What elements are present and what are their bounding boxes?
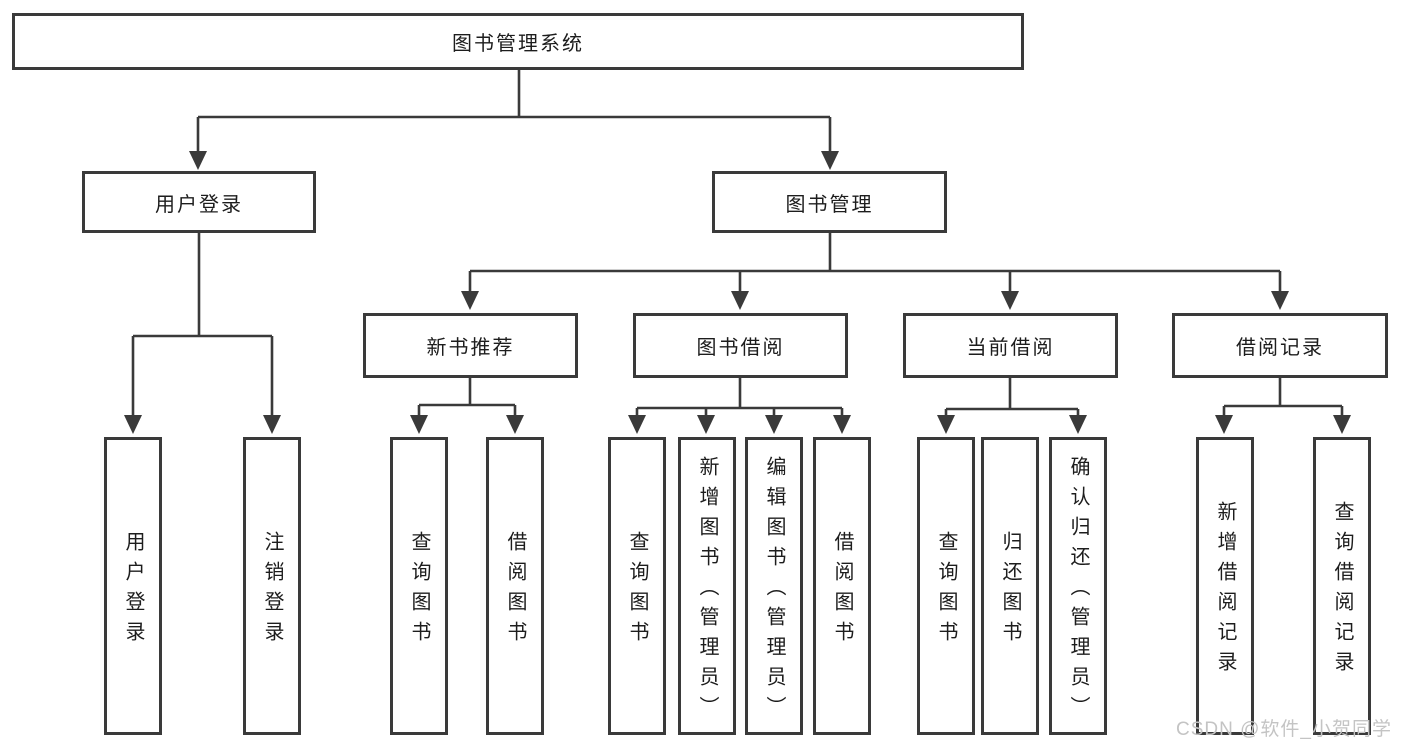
leaf-logout: 注销登录	[243, 437, 301, 735]
leaf-cb-confirm-return-admin-label: 确认归还（管理员）	[1067, 456, 1089, 726]
leaf-cb-confirm-return-admin: 确认归还（管理员）	[1049, 437, 1107, 735]
node-book-borrowing-label: 图书借阅	[696, 337, 785, 359]
node-user-login-label: 用户登录	[155, 193, 243, 216]
connector-root-to-level2	[189, 70, 839, 170]
node-book-management: 图书管理	[712, 171, 947, 233]
node-borrow-records-label: 借阅记录	[1236, 337, 1324, 359]
leaf-bb-add-books-admin: 新增图书（管理员）	[678, 437, 736, 735]
node-book-borrowing: 图书借阅	[633, 313, 848, 378]
leaf-cb-return-books: 归还图书	[981, 437, 1039, 735]
connector-book-borrowing-children	[628, 378, 851, 434]
leaf-cb-query-books-label: 查询图书	[935, 531, 957, 651]
node-user-login: 用户登录	[82, 171, 316, 233]
leaf-bb-edit-books-admin: 编辑图书（管理员）	[745, 437, 803, 735]
leaf-br-query-record-label: 查询借阅记录	[1331, 501, 1353, 681]
leaf-bb-add-books-admin-label: 新增图书（管理员）	[696, 456, 718, 726]
leaf-cb-return-books-label: 归还图书	[999, 531, 1021, 651]
leaf-cb-query-books: 查询图书	[917, 437, 975, 735]
leaf-br-query-record: 查询借阅记录	[1313, 437, 1371, 735]
node-new-book-recommendation-label: 新书推荐	[426, 337, 515, 359]
connector-borrow-records-children	[1215, 378, 1351, 434]
leaf-logout-label: 注销登录	[261, 531, 283, 651]
node-book-management-label: 图书管理	[785, 193, 874, 216]
leaf-nbr-query-books: 查询图书	[390, 437, 448, 735]
connector-book-management-children	[461, 233, 1289, 310]
leaf-user-login-label: 用户登录	[122, 531, 144, 651]
connector-current-borrowing-children	[937, 378, 1087, 434]
leaf-bb-borrow-books: 借阅图书	[813, 437, 871, 735]
node-current-borrowing-label: 当前借阅	[966, 337, 1055, 359]
node-borrow-records: 借阅记录	[1172, 313, 1388, 378]
node-root: 图书管理系统	[12, 13, 1024, 70]
leaf-bb-query-books: 查询图书	[608, 437, 666, 735]
connector-user-login-children	[124, 233, 281, 434]
leaf-nbr-borrow-books-label: 借阅图书	[504, 531, 526, 651]
leaf-bb-borrow-books-label: 借阅图书	[831, 531, 853, 651]
leaf-bb-edit-books-admin-label: 编辑图书（管理员）	[763, 456, 785, 726]
csdn-watermark: CSDN @软件_小贺同学	[1176, 719, 1392, 740]
leaf-nbr-borrow-books: 借阅图书	[486, 437, 544, 735]
leaf-user-login: 用户登录	[104, 437, 162, 735]
connector-new-book-children	[410, 378, 524, 434]
leaf-br-add-record-label: 新增借阅记录	[1214, 501, 1236, 681]
node-current-borrowing: 当前借阅	[903, 313, 1118, 378]
node-root-label: 图书管理系统	[452, 33, 584, 55]
leaf-nbr-query-books-label: 查询图书	[408, 531, 430, 651]
leaf-br-add-record: 新增借阅记录	[1196, 437, 1254, 735]
leaf-bb-query-books-label: 查询图书	[626, 531, 648, 651]
node-new-book-recommendation: 新书推荐	[363, 313, 578, 378]
